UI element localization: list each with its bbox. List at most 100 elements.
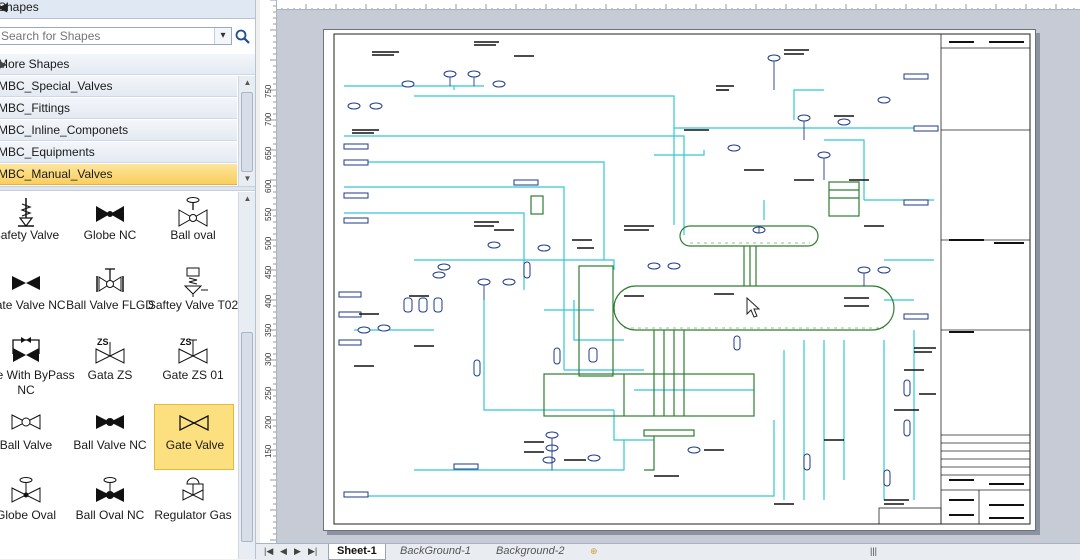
- shape-gate-with-bypass-nc[interactable]: Gate With ByPass NC: [0, 332, 75, 398]
- category-mbc-special-valves[interactable]: MBC_Special_Valves: [0, 76, 237, 97]
- search-input[interactable]: [0, 28, 213, 44]
- shape-ball-valve-flgd[interactable]: Ball Valve FLGD: [66, 262, 154, 328]
- stencil-shape-grid: Safety Valve Globe NC Ball oval: [0, 192, 238, 559]
- ball-valve-nc-icon: [96, 415, 124, 429]
- zs-text: ZS: [180, 337, 192, 347]
- tab-background-1[interactable]: BackGround-1: [400, 545, 471, 557]
- shape-regulator-gas[interactable]: Regulator Gas: [153, 472, 233, 538]
- first-page-icon[interactable]: |◀: [264, 546, 274, 556]
- gate-bypass-icon: [12, 337, 40, 362]
- shape-globe-nc[interactable]: Globe NC: [70, 192, 150, 258]
- ball-valve-icon: [11, 414, 41, 430]
- more-shapes-item[interactable]: More Shapes ▶: [0, 54, 255, 75]
- shape-label: Gate Valve: [165, 438, 225, 452]
- shape-label: Ball Valve: [0, 438, 53, 452]
- regulator-gas-icon: [182, 477, 204, 501]
- ruler-label: 250: [264, 386, 273, 400]
- category-label: MBC_Equipments: [0, 145, 95, 159]
- shape-label: Saftey Valve T02: [147, 298, 239, 312]
- scroll-down-icon[interactable]: ▼: [243, 174, 252, 183]
- shape-search: ▾: [0, 25, 255, 49]
- title-block-text-marks: [949, 41, 1024, 519]
- sheet-tab-bar: |◀ ◀ ▶ ▶| Sheet-1 BackGround-1 Backgroun…: [256, 543, 1080, 560]
- shape-ball-valve-nc[interactable]: Ball Valve NC: [70, 402, 150, 468]
- shape-label: Ball Valve FLGD: [66, 298, 154, 312]
- shape-globe-oval[interactable]: Globe Oval: [0, 472, 66, 538]
- ruler-label: 200: [264, 415, 273, 429]
- heat-exchanger: [543, 373, 755, 417]
- stencil-category-list: More Shapes ▶ MBC_Special_Valves MBC_Fit…: [0, 54, 255, 186]
- ruler-label: 400: [264, 294, 273, 308]
- shape-label: Gate Valve NC: [0, 298, 66, 312]
- gate-zs-01-icon: ZS: [178, 337, 208, 364]
- ruler-label: 450: [264, 265, 273, 279]
- category-label: MBC_Manual_Valves: [0, 167, 113, 181]
- shapes-pane-title: Shapes: [0, 0, 39, 14]
- prev-page-icon[interactable]: ◀: [280, 546, 287, 556]
- shape-label: Globe NC: [83, 228, 137, 242]
- search-icon[interactable]: [234, 28, 252, 46]
- category-scroll-thumb[interactable]: [241, 92, 253, 172]
- category-mbc-inline-componets[interactable]: MBC_Inline_Componets: [0, 120, 237, 141]
- hscroll-track[interactable]: |||: [870, 546, 878, 556]
- shape-gata-zs[interactable]: ZS Gata ZS: [70, 332, 150, 398]
- shape-gate-valve-nc[interactable]: Gate Valve NC: [0, 262, 66, 328]
- shape-label: Regulator Gas: [154, 508, 232, 522]
- pid-diagram[interactable]: [324, 30, 1035, 530]
- shape-safety-valve[interactable]: Safety Valve: [0, 192, 66, 258]
- ruler-label: 150: [264, 444, 273, 458]
- shape-label: Ball oval: [170, 228, 216, 242]
- vessel-main: [613, 285, 895, 331]
- search-box: ▾: [0, 27, 232, 45]
- stencil-scrollbar[interactable]: ▲: [238, 192, 255, 559]
- insert-page-icon[interactable]: ⊕: [590, 546, 598, 556]
- category-label: MBC_Special_Valves: [0, 79, 113, 93]
- stencil-scroll-thumb[interactable]: [241, 332, 253, 542]
- category-mbc-equipments[interactable]: MBC_Equipments: [0, 142, 237, 163]
- scroll-up-icon[interactable]: ▲: [243, 194, 252, 203]
- ruler-label: 600: [264, 179, 273, 193]
- shape-label: Ball Oval NC: [75, 508, 145, 522]
- shape-saftey-valve-t02[interactable]: Saftey Valve T02: [148, 262, 238, 328]
- shapes-pane: Shapes ◀ ▾ More Shapes ▶ MBC_Special_Val…: [0, 0, 256, 559]
- pane-splitter[interactable]: [0, 186, 255, 191]
- tab-background-2[interactable]: Background-2: [496, 545, 565, 557]
- shape-label: Ball Valve NC: [73, 438, 147, 452]
- last-page-icon[interactable]: ▶|: [308, 546, 318, 556]
- drawing-page[interactable]: [323, 29, 1036, 531]
- zs-text: ZS: [97, 337, 109, 347]
- next-page-icon[interactable]: ▶: [294, 546, 301, 556]
- ball-oval-nc-icon: [96, 477, 124, 502]
- chevron-right-icon: ▶: [0, 57, 247, 71]
- instruments: [338, 54, 939, 498]
- globe-oval-icon: [11, 477, 41, 503]
- shape-label: Globe Oval: [0, 508, 57, 522]
- shape-label: Safety Valve: [0, 228, 60, 242]
- horizontal-ruler-ticks: [276, 4, 1075, 9]
- tab-sheet-1[interactable]: Sheet-1: [328, 544, 386, 560]
- category-mbc-fittings[interactable]: MBC_Fittings: [0, 98, 237, 119]
- shape-label: Gate ZS 01: [162, 368, 224, 382]
- globe-nc-icon: [96, 206, 124, 222]
- category-label: MBC_Inline_Componets: [0, 123, 129, 137]
- search-dropdown-icon[interactable]: ▾: [214, 28, 231, 44]
- gate-valve-icon: [179, 414, 209, 432]
- ruler-label: 550: [264, 207, 273, 221]
- shape-gate-valve[interactable]: Gate Valve: [154, 404, 234, 470]
- gate-valve-nc-icon: [12, 276, 40, 290]
- category-mbc-manual-valves[interactable]: MBC_Manual_Valves: [0, 164, 237, 185]
- title-block: [878, 33, 1031, 525]
- shape-gate-zs-01[interactable]: ZS Gate ZS 01: [153, 332, 233, 398]
- category-scrollbar[interactable]: ▲ ▼: [238, 76, 255, 186]
- drum: [828, 181, 860, 217]
- instrument-leads: [449, 61, 865, 470]
- safety-valve-icon: [18, 198, 34, 227]
- shape-ball-oval[interactable]: Ball oval: [153, 192, 233, 258]
- shape-ball-valve[interactable]: Ball Valve: [0, 402, 66, 468]
- mouse-cursor-icon: [746, 296, 761, 318]
- scroll-up-icon[interactable]: ▲: [243, 78, 252, 87]
- collapse-pane-icon[interactable]: ◀: [0, 0, 7, 14]
- gata-zs-icon: ZS: [95, 337, 125, 364]
- equipment: [530, 181, 895, 471]
- shape-ball-oval-nc[interactable]: Ball Oval NC: [70, 472, 150, 538]
